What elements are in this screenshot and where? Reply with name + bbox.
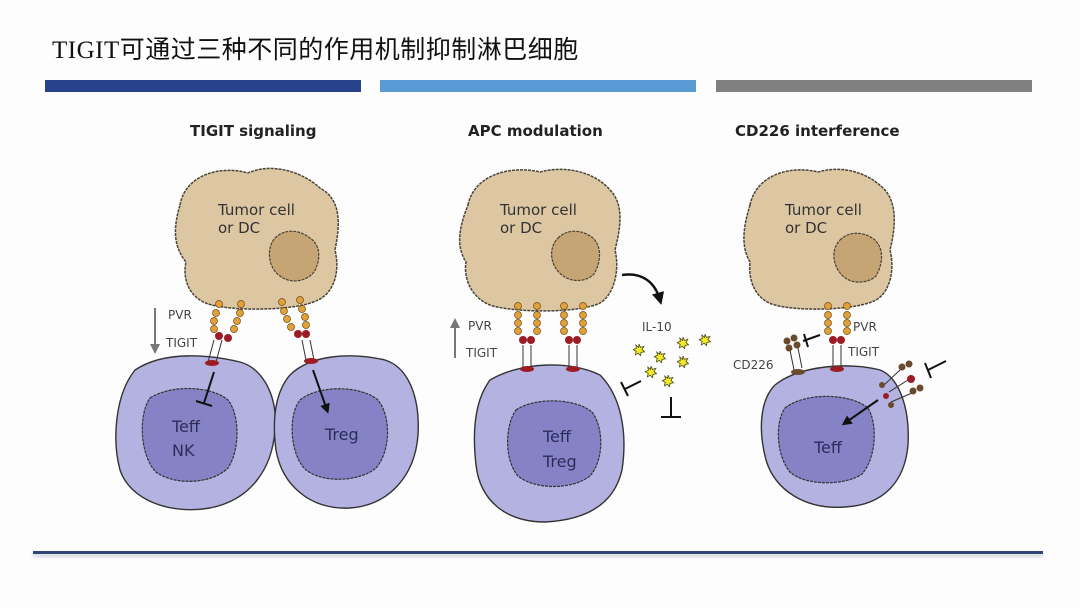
pvr-label: PVR bbox=[853, 320, 877, 334]
panel-apc-modulation: Tumor cell or DC Teff Treg bbox=[450, 168, 711, 523]
pvr-tigit-complex-right bbox=[278, 296, 318, 364]
pvr-label: PVR bbox=[468, 319, 492, 333]
t-cell-nucleus bbox=[507, 400, 602, 488]
cd226-tigit-cis-complex bbox=[879, 360, 924, 408]
footer-divider bbox=[33, 551, 1043, 554]
apc-label-line2: or DC bbox=[500, 219, 542, 237]
apc-cell bbox=[458, 168, 621, 312]
cd226-label: CD226 bbox=[733, 358, 774, 372]
tigit-label: TIGIT bbox=[165, 336, 198, 350]
inhibition-line bbox=[927, 360, 947, 371]
accent-bar-dark-blue bbox=[45, 80, 361, 92]
secretion-arrow bbox=[621, 273, 665, 305]
apc-label-line2: or DC bbox=[785, 219, 827, 237]
pvr-label: PVR bbox=[168, 308, 192, 322]
treg-label: Treg bbox=[324, 425, 359, 444]
t-cell-label-line1: Teff bbox=[171, 417, 201, 436]
pvr-tigit-complex-right bbox=[560, 302, 587, 372]
accent-bar-gray bbox=[716, 80, 1032, 92]
t-cell-label-line2: NK bbox=[172, 441, 195, 460]
t-cell-label: Teff bbox=[813, 438, 843, 457]
panel-tigit-signaling: Tumor cell or DC Teff NK Treg bbox=[115, 167, 419, 511]
slide-title: TIGIT可通过三种不同的作用机制抑制淋巴细胞 bbox=[52, 37, 579, 64]
t-cell-label-line2: Treg bbox=[542, 452, 577, 471]
apc-cell bbox=[174, 167, 339, 310]
pvr-tigit-complex bbox=[824, 302, 851, 372]
accent-bar-light-blue bbox=[380, 80, 696, 92]
treg-nucleus bbox=[291, 388, 389, 480]
panel-cd226-interference: Tumor cell or DC Teff PVR TIGIT bbox=[733, 168, 947, 508]
apc-nucleus bbox=[551, 230, 601, 282]
inhibition-line bbox=[624, 380, 642, 390]
panel-title-apc-modulation: APC modulation bbox=[468, 122, 603, 140]
t-cell-nucleus bbox=[141, 387, 238, 482]
cd226-receptor bbox=[783, 334, 805, 375]
activation-arrow bbox=[841, 399, 879, 426]
panel-title-tigit-signaling: TIGIT signaling bbox=[190, 122, 317, 140]
pvr-tigit-complex-left bbox=[514, 302, 541, 372]
apc-nucleus bbox=[833, 232, 883, 283]
il10-cytokines bbox=[633, 334, 711, 387]
apc-label-line1: Tumor cell bbox=[499, 201, 577, 219]
t-cell-label-line1: Teff bbox=[542, 427, 572, 446]
panel-title-cd226-interference: CD226 interference bbox=[735, 122, 900, 140]
tigit-label: TIGIT bbox=[847, 345, 880, 359]
inhibition-line bbox=[203, 371, 215, 404]
apc-nucleus bbox=[268, 230, 320, 282]
pvr-tigit-complex-left bbox=[205, 300, 245, 366]
apc-label-line1: Tumor cell bbox=[217, 201, 295, 219]
apc-label-line2: or DC bbox=[218, 219, 260, 237]
il10-label: IL-10 bbox=[642, 320, 672, 334]
activation-arrow bbox=[312, 369, 330, 414]
apc-label-line1: Tumor cell bbox=[784, 201, 862, 219]
tigit-label: TIGIT bbox=[465, 346, 498, 360]
